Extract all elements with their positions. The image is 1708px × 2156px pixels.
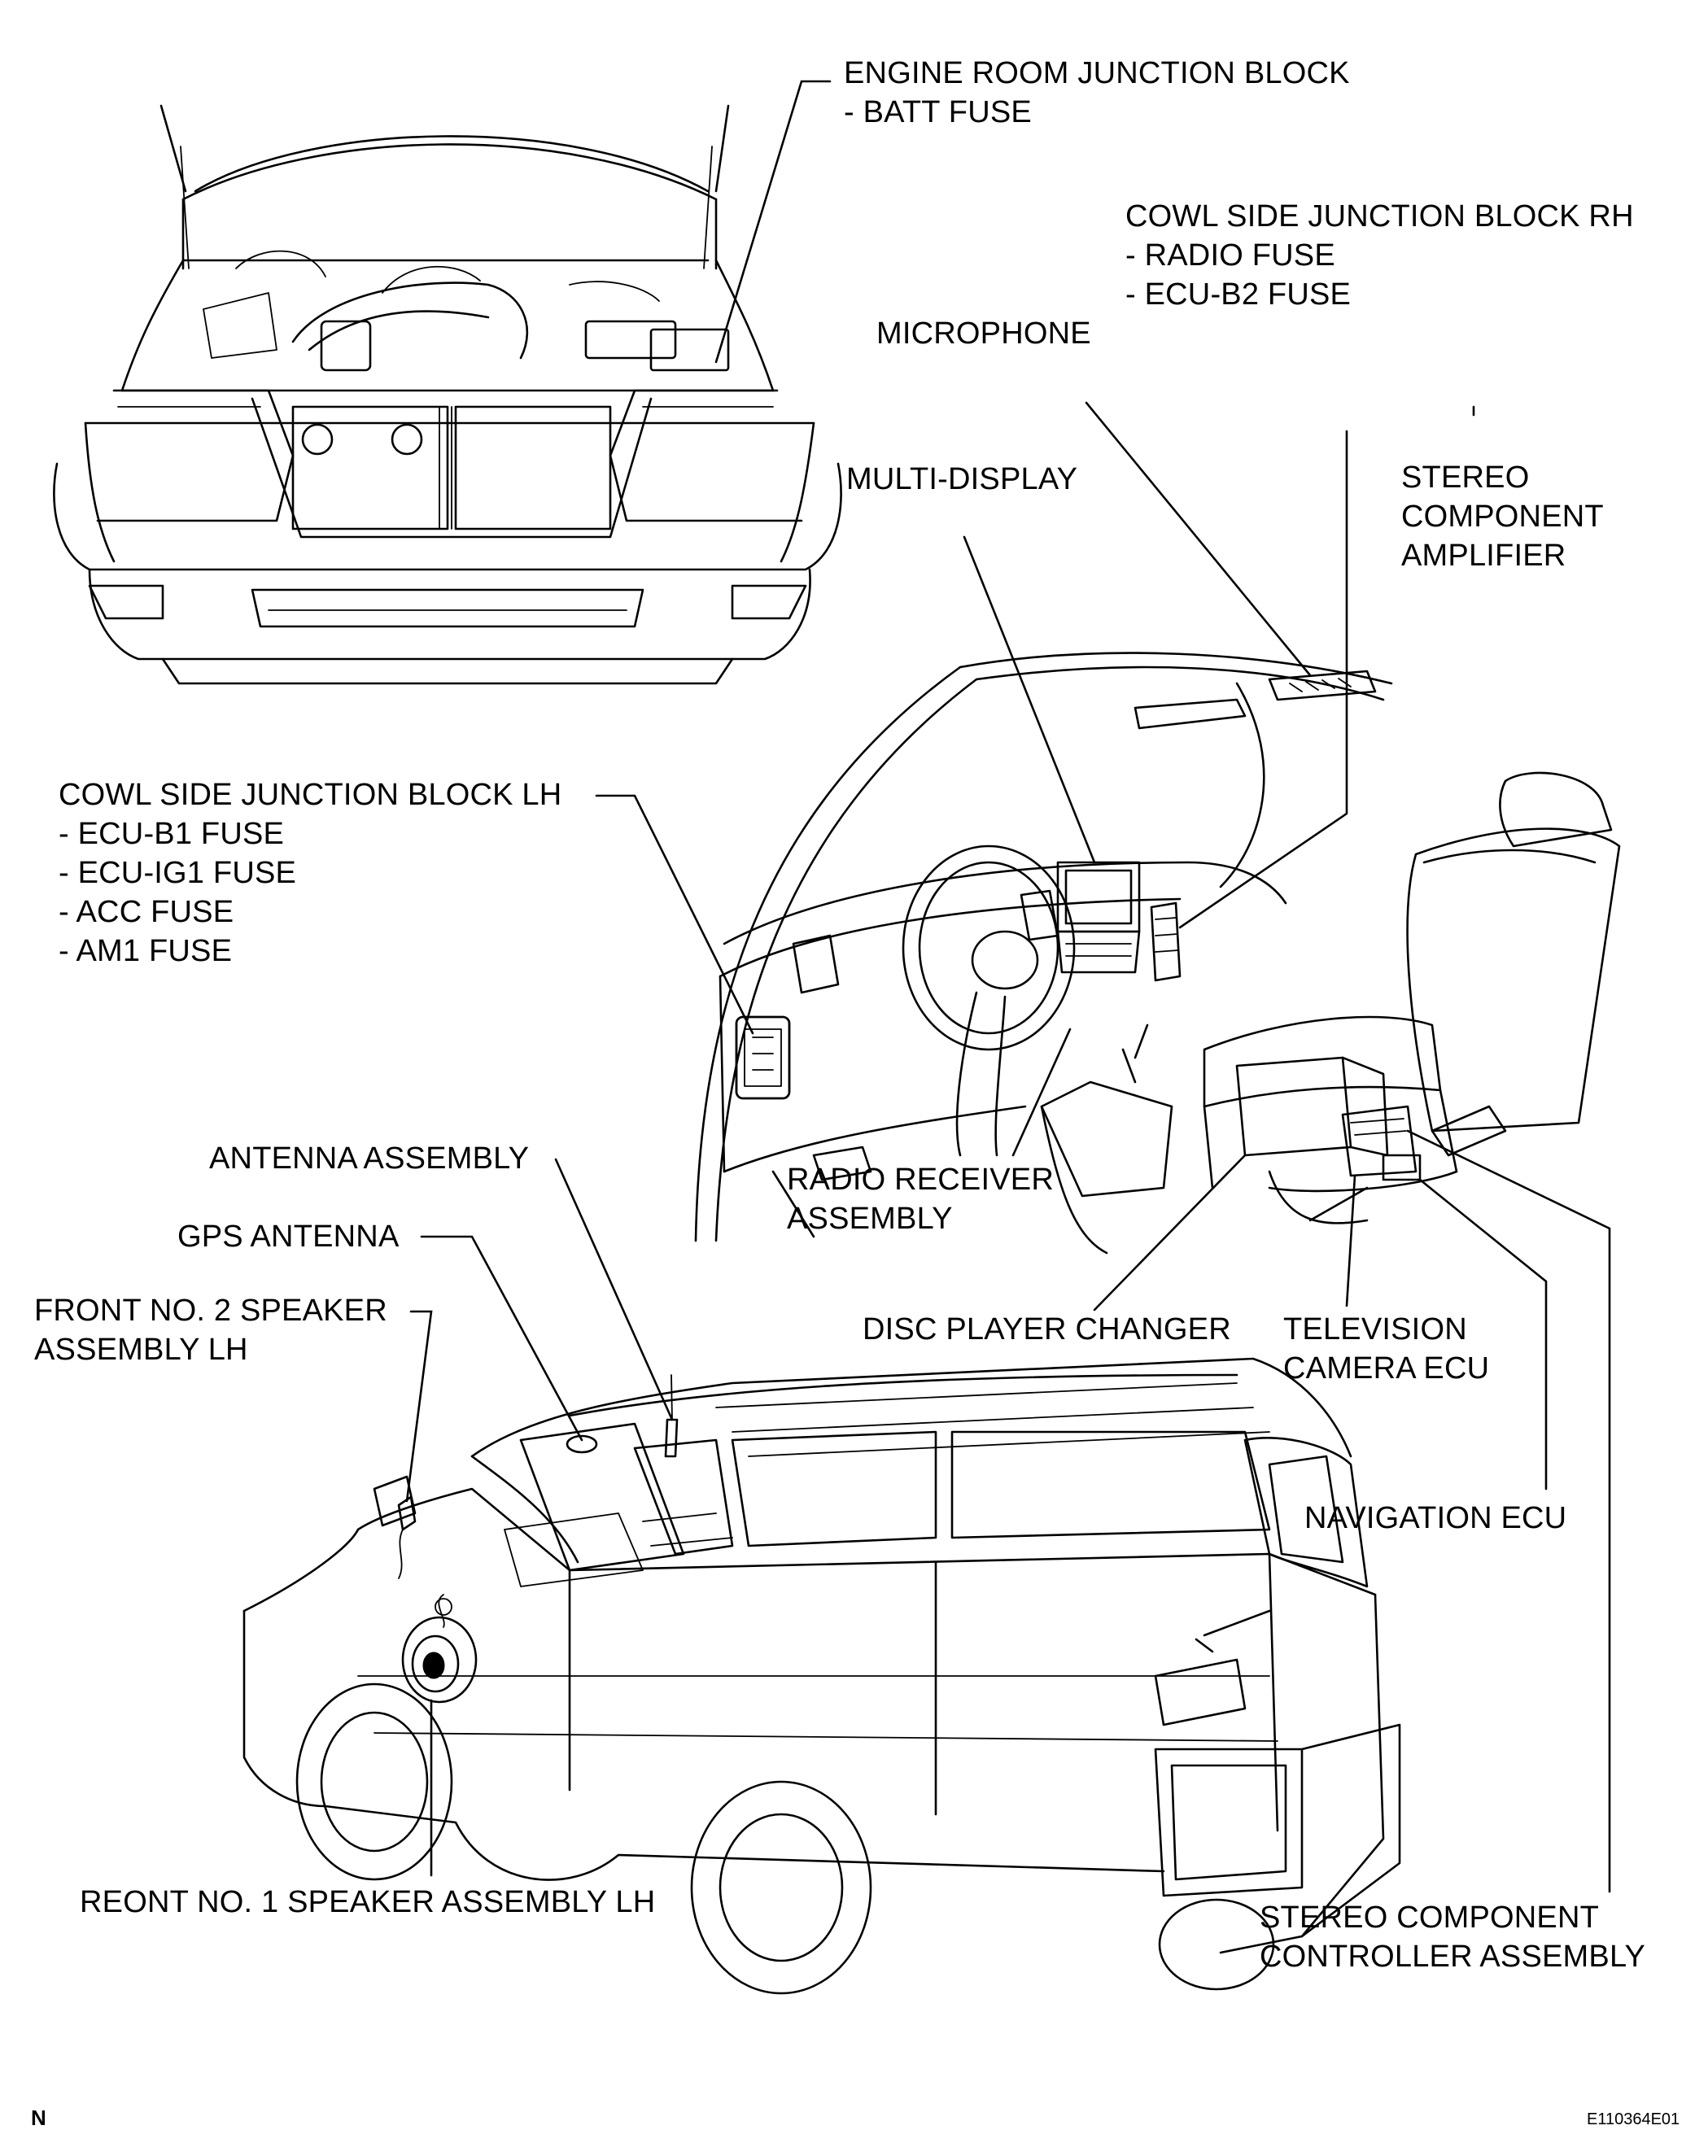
label-cowl-side-junction-block-lh: COWL SIDE JUNCTION BLOCK LH - ECU-B1 FUS… bbox=[59, 775, 561, 971]
front-no1-speaker bbox=[401, 1594, 478, 1704]
leader-stereo-controller bbox=[1406, 1129, 1611, 1893]
figure-code: E110364E01 bbox=[1587, 2110, 1680, 2128]
label-television-camera-ecu: TELEVISION CAMERA ECU bbox=[1283, 1310, 1489, 1388]
label-line: STEREO bbox=[1401, 460, 1530, 495]
label-line: - ECU-B2 FUSE bbox=[1125, 277, 1352, 312]
label-stereo-component-amplifier: STEREO COMPONENT AMPLIFIER bbox=[1401, 458, 1604, 575]
label-line: GPS ANTENNA bbox=[177, 1220, 400, 1254]
label-line: RADIO RECEIVER bbox=[787, 1163, 1054, 1197]
vehicle-illustration bbox=[242, 1357, 1401, 1995]
label-gps-antenna: GPS ANTENNA bbox=[177, 1217, 400, 1256]
label-microphone: MICROPHONE bbox=[876, 314, 1091, 353]
label-radio-receiver-assembly: RADIO RECEIVER ASSEMBLY bbox=[787, 1160, 1054, 1238]
leader-tv-camera bbox=[1345, 1174, 1356, 1307]
label-multi-display: MULTI-DISPLAY bbox=[846, 460, 1077, 499]
leader-antenna bbox=[554, 1158, 674, 1421]
gps-antenna-part bbox=[566, 1434, 598, 1454]
label-line: DISC PLAYER CHANGER bbox=[863, 1312, 1231, 1346]
label-line: - ECU-IG1 FUSE bbox=[59, 856, 297, 890]
leader-lines bbox=[405, 80, 1611, 1893]
label-line: NAVIGATION ECU bbox=[1304, 1501, 1567, 1535]
leader-radio-receiver bbox=[1011, 1028, 1072, 1157]
label-line: - ACC FUSE bbox=[59, 895, 234, 929]
label-line: ASSEMBLY LH bbox=[34, 1333, 248, 1367]
engine-bay-illustration bbox=[53, 104, 842, 685]
leader-cowl-lh bbox=[595, 794, 754, 1035]
label-disc-player-changer: DISC PLAYER CHANGER bbox=[863, 1310, 1231, 1349]
label-line: TELEVISION bbox=[1283, 1312, 1467, 1346]
interior-illustration bbox=[694, 652, 1621, 1255]
leader-front-speaker-2 bbox=[405, 1310, 433, 1503]
leader-multi-display bbox=[963, 535, 1096, 864]
leader-navigation bbox=[1418, 1178, 1548, 1490]
label-line: ASSEMBLY bbox=[787, 1202, 953, 1236]
label-line: FRONT NO. 2 SPEAKER bbox=[34, 1294, 387, 1328]
label-antenna-assembly: ANTENNA ASSEMBLY bbox=[209, 1139, 529, 1178]
label-line: COMPONENT bbox=[1401, 500, 1604, 534]
leader-disc-changer bbox=[1093, 1154, 1247, 1311]
label-line: COWL SIDE JUNCTION BLOCK RH bbox=[1125, 199, 1634, 233]
label-front-no2-speaker-assembly-lh: FRONT NO. 2 SPEAKER ASSEMBLY LH bbox=[34, 1291, 387, 1369]
label-line: COWL SIDE JUNCTION BLOCK LH bbox=[59, 778, 562, 812]
label-engine-room-junction-block: ENGINE ROOM JUNCTION BLOCK - BATT FUSE bbox=[844, 54, 1350, 132]
label-line: STEREO COMPONENT bbox=[1260, 1901, 1600, 1935]
leader-microphone bbox=[1085, 401, 1312, 677]
label-line: CAMERA ECU bbox=[1283, 1351, 1490, 1386]
cowl-lh-junction-block bbox=[735, 1015, 791, 1100]
label-stereo-component-controller-assembly: STEREO COMPONENT CONTROLLER ASSEMBLY bbox=[1260, 1898, 1645, 1976]
leader-stereo-amp bbox=[1178, 430, 1348, 929]
label-line: - AM1 FUSE bbox=[59, 934, 233, 968]
label-line: MICROPHONE bbox=[876, 316, 1091, 351]
label-front-no1-speaker-assembly-lh: REONT NO. 1 SPEAKER ASSEMBLY LH bbox=[80, 1883, 655, 1922]
leader-gps bbox=[420, 1235, 583, 1442]
label-line: - ECU-B1 FUSE bbox=[59, 817, 285, 851]
antenna-assembly-part bbox=[664, 1374, 679, 1458]
label-line: - BATT FUSE bbox=[844, 95, 1032, 129]
label-navigation-ecu: NAVIGATION ECU bbox=[1304, 1499, 1566, 1538]
label-line: AMPLIFIER bbox=[1401, 539, 1566, 573]
label-line: ENGINE ROOM JUNCTION BLOCK bbox=[844, 56, 1350, 90]
label-line: REONT NO. 1 SPEAKER ASSEMBLY LH bbox=[80, 1885, 656, 1919]
label-line: - RADIO FUSE bbox=[1125, 238, 1335, 273]
label-cowl-side-junction-block-rh: COWL SIDE JUNCTION BLOCK RH - RADIO FUSE… bbox=[1125, 197, 1634, 314]
label-line: MULTI-DISPLAY bbox=[846, 462, 1078, 496]
label-line: ANTENNA ASSEMBLY bbox=[209, 1141, 530, 1176]
leader-engine-room bbox=[714, 80, 832, 364]
corner-mark: N bbox=[31, 2106, 46, 2130]
label-line: CONTROLLER ASSEMBLY bbox=[1260, 1940, 1646, 1974]
